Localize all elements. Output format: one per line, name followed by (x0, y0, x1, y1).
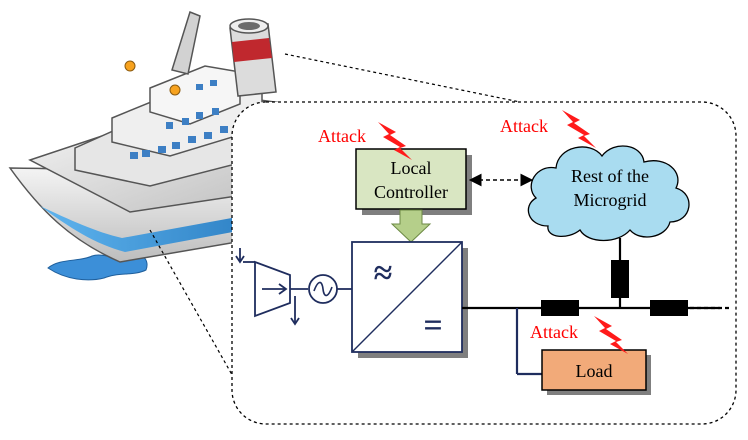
control-signal-arrow (390, 209, 432, 243)
local-controller-block: Local Controller (355, 148, 472, 215)
load-label: Load (576, 361, 613, 381)
attack-label-load: Attack (530, 322, 578, 342)
controller-label-line2: Controller (374, 182, 448, 202)
lightning-bolt-icon (594, 316, 628, 354)
cloud-icon: Rest of the Microgrid (527, 145, 690, 242)
converter-dc-symbol: = (423, 307, 442, 344)
power-converter-block: ≈ = (351, 241, 468, 358)
lightning-bolt-icon (562, 110, 596, 148)
turbine-icon (235, 248, 308, 326)
ac-generator-icon (308, 274, 352, 304)
microgrid-detail-panel (231, 101, 737, 425)
lightning-bolt-icon (378, 122, 412, 160)
attack-label-microgrid: Attack (500, 116, 548, 136)
load-block: Load (541, 349, 651, 395)
microgrid-label-line2: Microgrid (574, 190, 647, 210)
ac-bus (462, 238, 730, 376)
zoom-line-top (284, 53, 521, 103)
controller-label-line1: Local (391, 158, 432, 178)
attack-label-controller: Attack (318, 126, 366, 146)
converter-ac-symbol: ≈ (374, 255, 393, 292)
microgrid-label-line1: Rest of the (571, 166, 649, 186)
